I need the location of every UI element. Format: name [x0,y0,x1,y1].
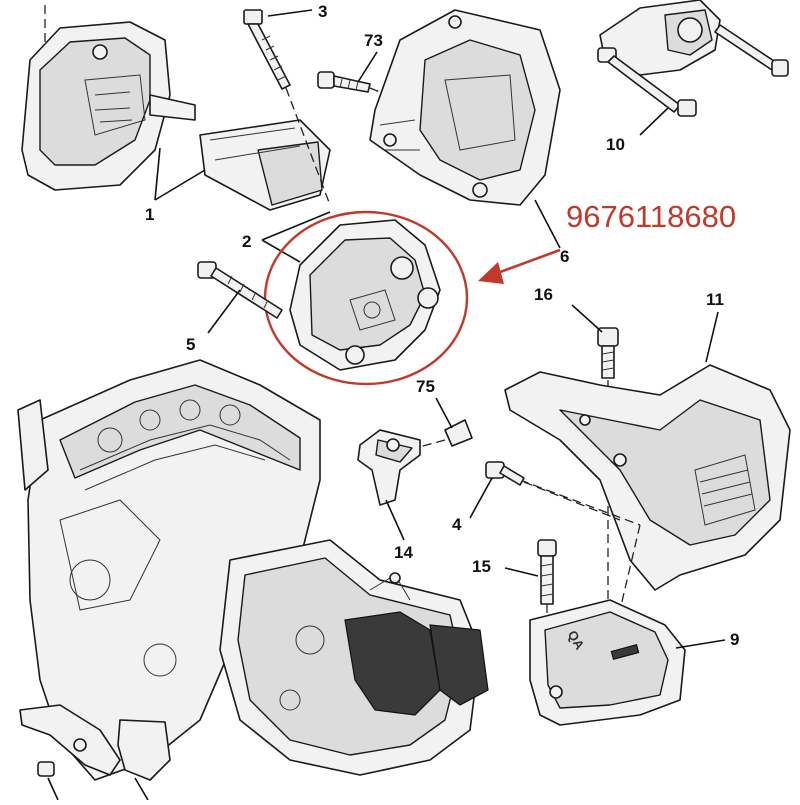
rear-mount-part-10 [597,0,789,117]
leader-10 [639,107,669,136]
leader-5 [207,289,241,334]
callout-6: 6 [560,247,569,266]
leader-14 [385,499,405,541]
leader-1b [154,169,206,201]
bracket-part-6 [369,9,561,206]
bolt-part-73 [317,71,401,101]
leader-16 [571,304,603,333]
leader-4 [469,477,493,519]
engine-mount-part-1 [21,5,331,211]
callout-16: 16 [534,285,553,304]
clip-bracket-part-14 [357,429,421,506]
highlight-arrow-shaft [491,248,561,277]
lower-bracket-bottom-left [19,704,171,801]
leader-73 [357,51,378,83]
callout-4: 4 [452,515,462,534]
callout-14: 14 [394,543,413,562]
callout-73: 73 [364,31,383,50]
leader-11 [705,311,719,363]
bolt-part-5 [197,261,283,319]
lower-mount-part-9: QA [529,599,686,726]
callout-3: 3 [318,2,327,21]
leader-6 [534,199,561,249]
callout-11: 11 [706,290,724,309]
highlight-arrow-head [478,262,504,284]
callout-15: 15 [472,557,491,576]
mount-bracket-part-2 [289,219,441,371]
callout-10: 10 [606,135,625,154]
highlight-part-number: 9676118680 [566,199,736,234]
callout-5: 5 [186,335,195,354]
callout-75: 75 [416,377,435,396]
leader-1a [154,147,161,201]
engine-gearbox-assembly [17,359,489,781]
leader-9 [675,639,726,649]
leader-2b [261,211,331,241]
bolt-part-3 [243,9,331,206]
bracket-part-11 [504,364,791,611]
callout-9: 9 [730,630,739,649]
bolt-part-4 [485,461,621,521]
leader-15 [504,567,539,577]
callout-1: 1 [145,205,154,224]
highlight-circle [263,210,469,386]
leader-75 [435,397,453,429]
callout-2: 2 [242,232,251,251]
leader-3 [267,9,313,17]
